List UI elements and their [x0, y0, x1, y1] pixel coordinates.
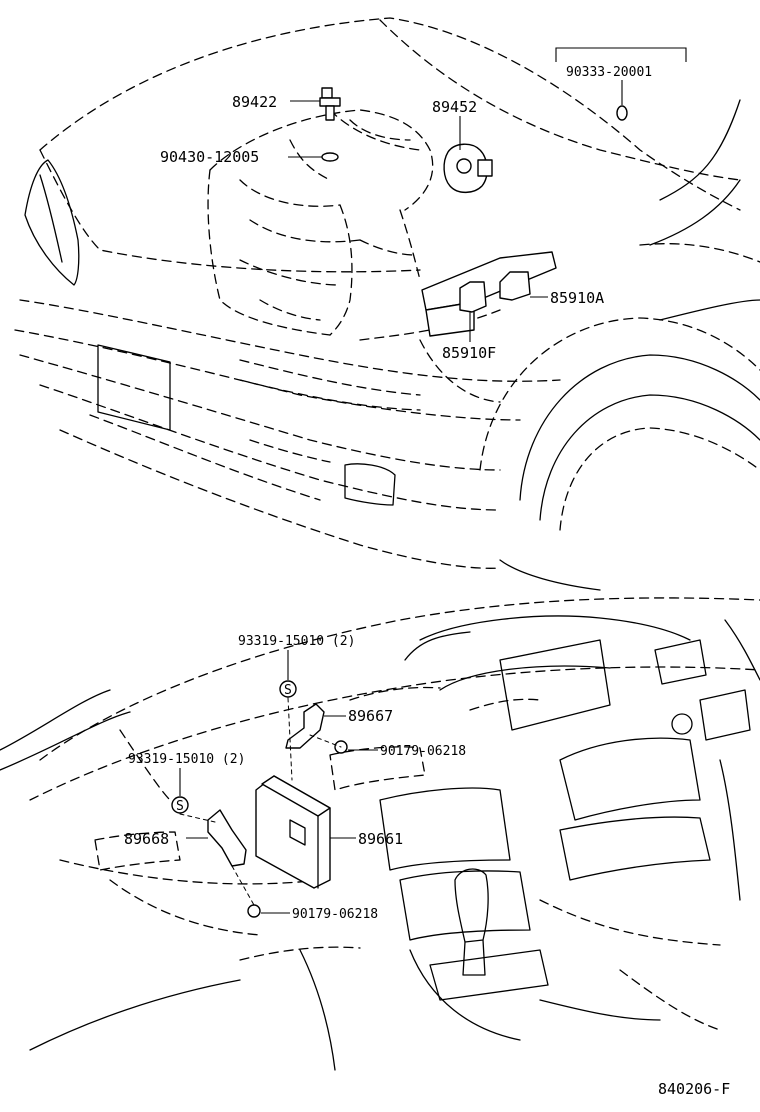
label-90179-06218-top: 90179-06218: [380, 744, 466, 759]
label-89452: 89452: [432, 98, 477, 116]
sensor-89422[interactable]: [290, 87, 341, 121]
diagram-code: 840206-F: [658, 1080, 730, 1098]
bracket-89668[interactable]: [186, 809, 247, 867]
label-89422: 89422: [232, 93, 277, 111]
screw-93319-top[interactable]: S: [279, 650, 297, 698]
nut-90179-bottom[interactable]: [247, 904, 290, 918]
screw-93319-left[interactable]: S: [171, 768, 189, 814]
bracket-89667[interactable]: [285, 703, 346, 749]
label-89661: 89661: [358, 830, 403, 848]
relay-85910a[interactable]: [499, 271, 548, 301]
relay-box: [421, 251, 557, 337]
part-90333[interactable]: [555, 47, 687, 121]
relay-85910f[interactable]: [459, 281, 487, 342]
engine-illustration: [207, 109, 434, 336]
label-85910a: 85910A: [550, 289, 604, 307]
label-90333-20001: 90333-20001: [566, 65, 652, 80]
screw-mark-top: S: [284, 683, 292, 698]
sensor-89452[interactable]: [443, 116, 493, 194]
label-85910f: 85910F: [442, 344, 496, 362]
car-front-illustration: [14, 17, 760, 591]
dashboard-illustration: [0, 597, 760, 1071]
label-93319-15010-top: 93319-15010 (2): [238, 634, 355, 649]
label-89667: 89667: [348, 707, 393, 725]
ecu-89661[interactable]: [255, 775, 356, 889]
label-90430-12005: 90430-12005: [160, 148, 259, 166]
label-89668: 89668: [124, 830, 169, 848]
assembly-guides: [179, 697, 342, 906]
label-93319-15010-left: 93319-15010 (2): [128, 752, 245, 767]
screw-mark-left: S: [176, 799, 184, 814]
gasket-90430[interactable]: [288, 152, 339, 162]
label-90179-06218-bottom: 90179-06218: [292, 907, 378, 922]
